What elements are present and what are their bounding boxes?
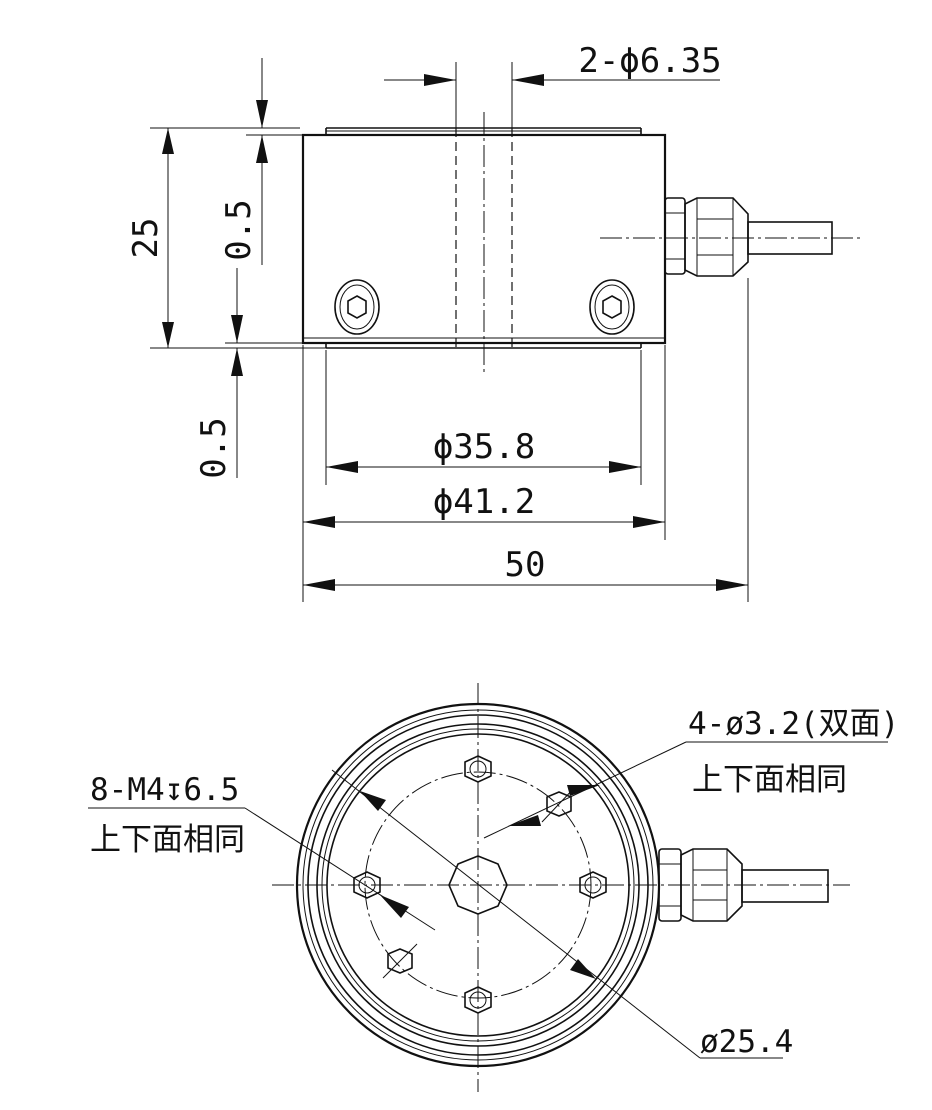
dim-height-25: 25 — [126, 218, 166, 259]
dim-width-50: 50 — [505, 545, 546, 585]
dim-dia-35-8: ϕ35.8 — [433, 427, 535, 467]
side-screw-left — [334, 279, 380, 335]
dim-holes-6-35: 2-ϕ6.35 — [578, 41, 721, 81]
note-hole-same-faces: 上下面相同 — [692, 762, 847, 798]
top-threaded-holes — [353, 755, 607, 1014]
side-view: 25 0.5 0.5 ϕ35.8 ϕ41.2 5 — [126, 41, 862, 602]
note-thread-callout: 8-M4↧6.5 — [90, 772, 239, 808]
side-screw-right — [589, 279, 635, 335]
side-cable-gland — [600, 197, 862, 277]
top-center-boss — [448, 855, 508, 915]
top-bolt-circle — [364, 771, 592, 999]
dim-top-step-0-5: 0.5 — [219, 199, 259, 260]
top-through-holes — [382, 785, 577, 979]
top-cable-gland — [658, 848, 829, 922]
note-thread-same-faces: 上下面相同 — [90, 822, 245, 858]
note-hole-callout: 4-ø3.2(双面) — [688, 706, 899, 742]
dim-dia-41-2: ϕ41.2 — [433, 482, 535, 522]
dim-bottom-step-0-5: 0.5 — [194, 417, 234, 478]
dim-pcd-25-4: ø25.4 — [700, 1024, 793, 1060]
top-view: ø25.4 8-M4↧6.5 上下面相同 4-ø3.2(双面) 上下面相同 — [88, 683, 899, 1092]
